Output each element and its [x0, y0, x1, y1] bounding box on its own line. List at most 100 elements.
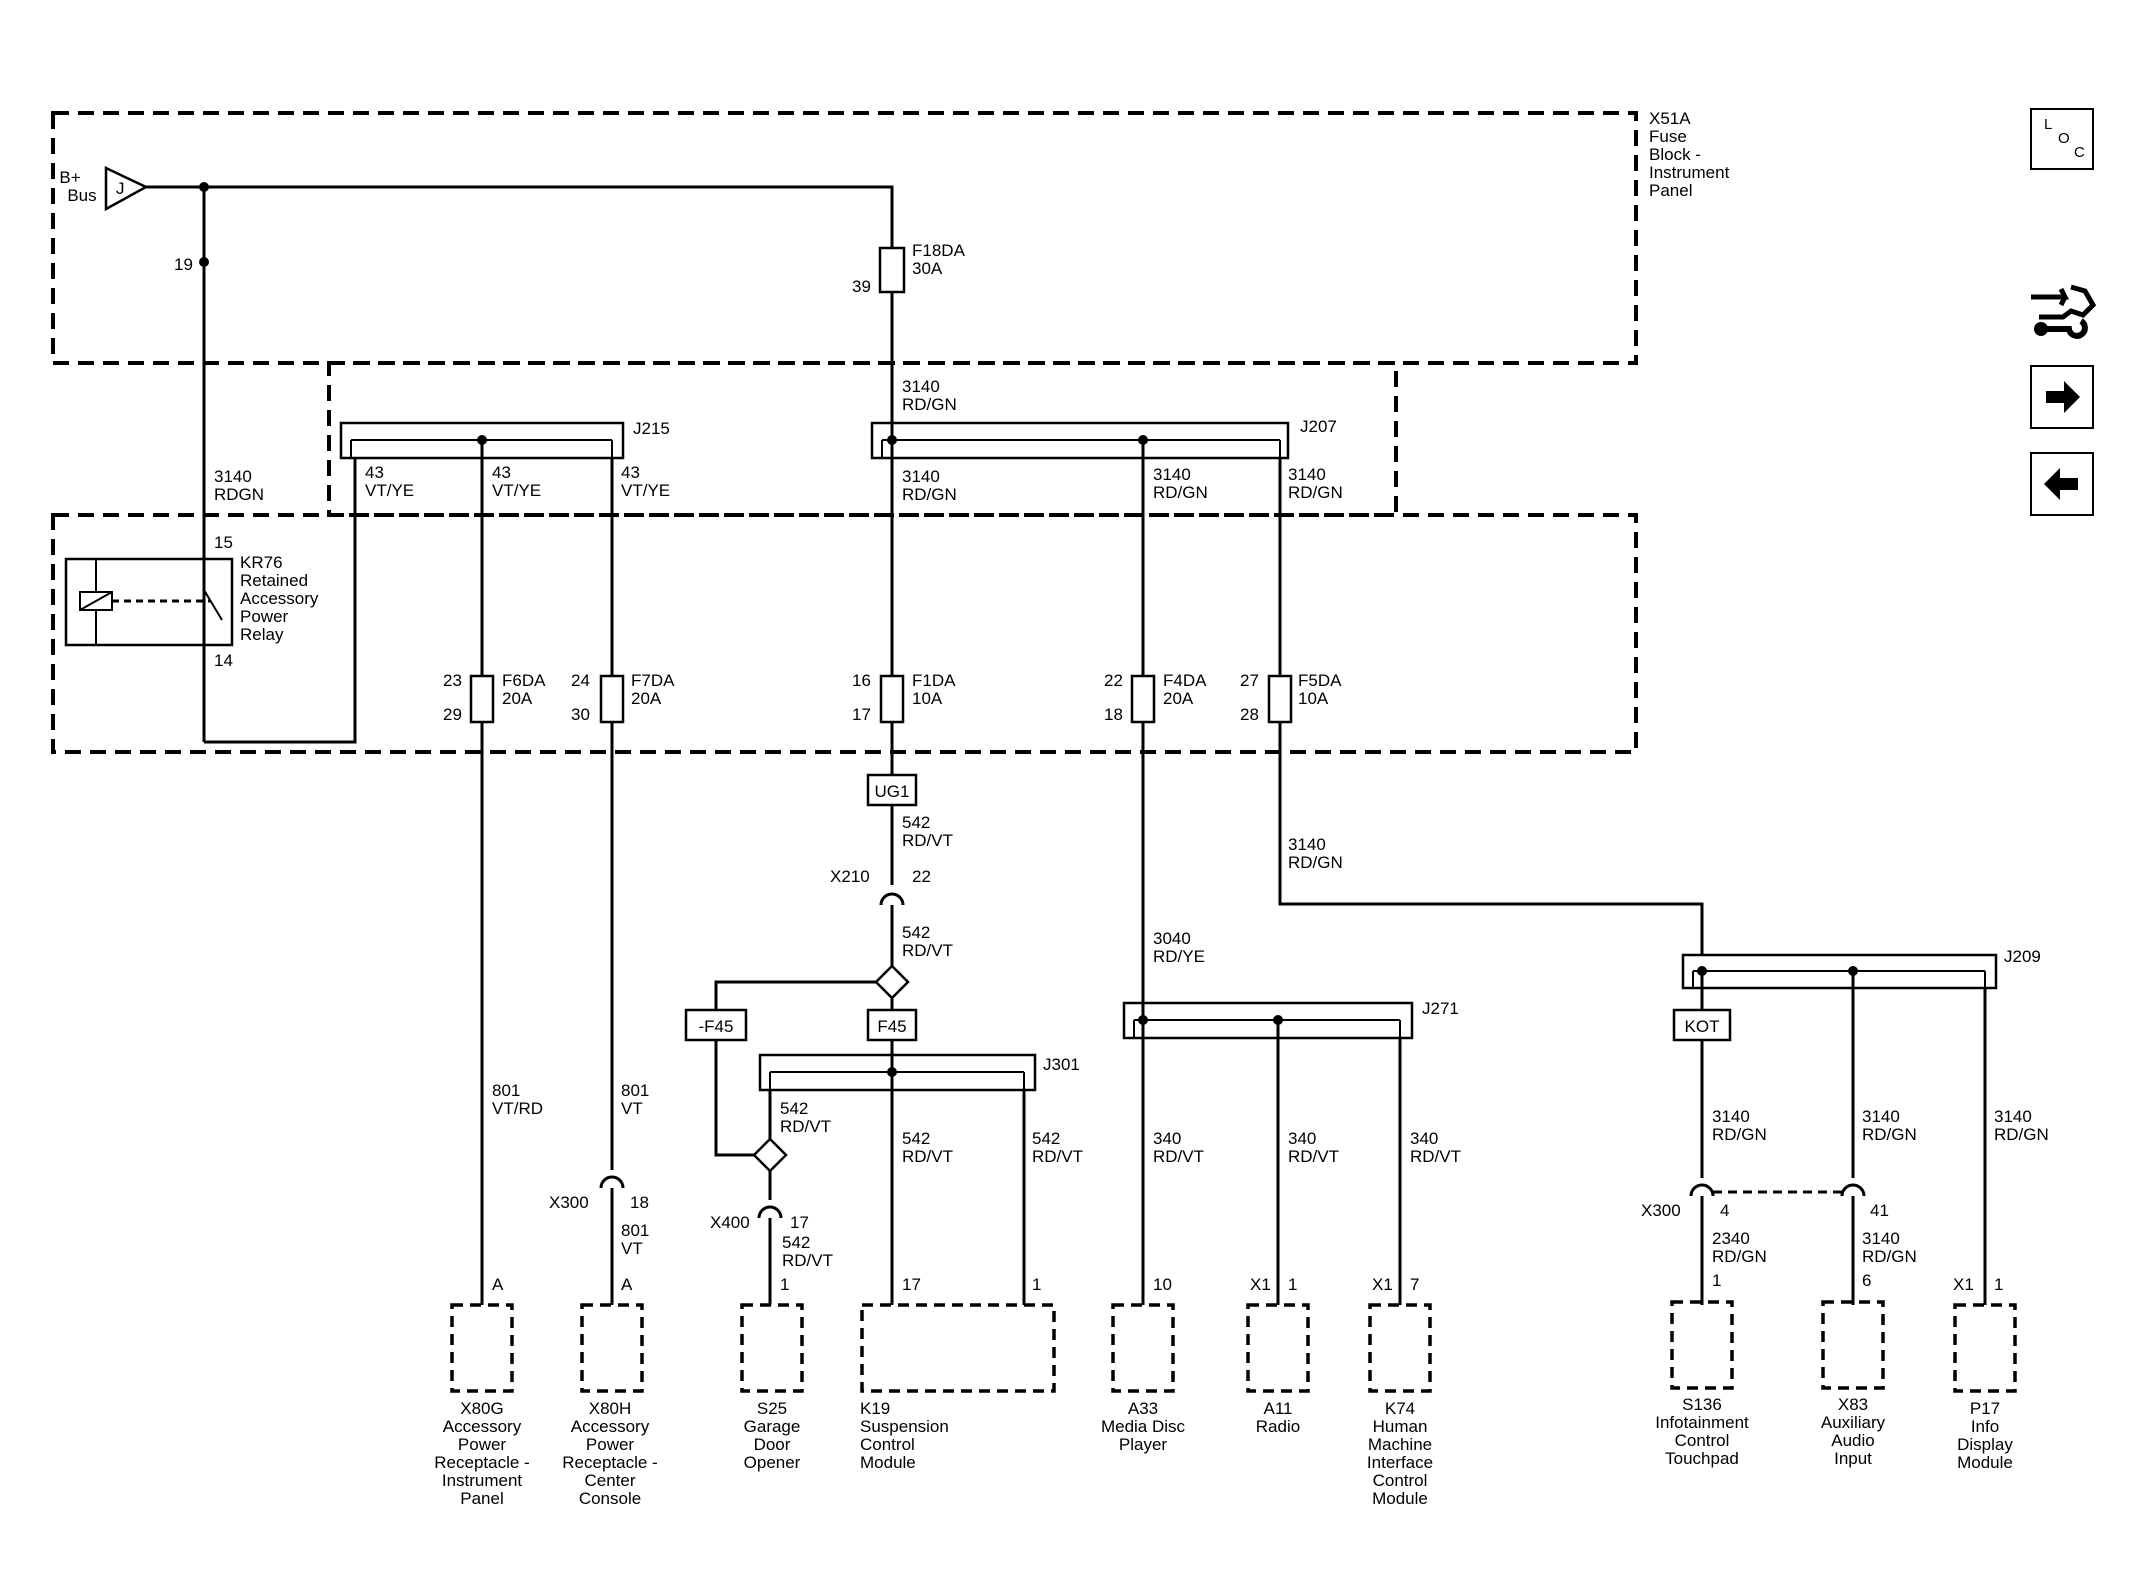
svg-text:J209: J209 [2004, 947, 2041, 966]
svg-text:Garage: Garage [744, 1417, 801, 1436]
svg-text:Bus: Bus [67, 186, 96, 205]
svg-text:3040: 3040 [1153, 929, 1191, 948]
svg-text:VT: VT [621, 1099, 643, 1118]
svg-text:27: 27 [1240, 671, 1259, 690]
svg-text:3140: 3140 [1994, 1107, 2032, 1126]
svg-text:RD/VT: RD/VT [1288, 1147, 1339, 1166]
svg-text:7: 7 [1410, 1275, 1419, 1294]
component-s25 [740, 1303, 804, 1393]
component-k74-name: K74 Human Machine Interface Control Modu… [1367, 1399, 1433, 1508]
component-p17 [1953, 1303, 2017, 1393]
svg-text:16: 16 [852, 671, 871, 690]
svg-text:KOT: KOT [1685, 1017, 1720, 1036]
svg-text:Human: Human [1373, 1417, 1428, 1436]
svg-text:2340: 2340 [1712, 1229, 1750, 1248]
component-x80g [450, 1303, 514, 1393]
connector-x400 [757, 1205, 783, 1219]
svg-text:-F45: -F45 [699, 1017, 734, 1036]
pin-19-dot [199, 257, 209, 267]
svg-text:22: 22 [1104, 671, 1123, 690]
svg-text:3140: 3140 [1288, 835, 1326, 854]
svg-text:10: 10 [1153, 1275, 1172, 1294]
svg-text:Input: Input [1834, 1449, 1872, 1468]
svg-text:Accessory: Accessory [443, 1417, 522, 1436]
svg-text:J301: J301 [1043, 1055, 1080, 1074]
loc-button[interactable]: L O C [2030, 108, 2094, 170]
svg-text:43: 43 [492, 463, 511, 482]
svg-text:10A: 10A [1298, 689, 1329, 708]
svg-text:Accessory: Accessory [571, 1417, 650, 1436]
component-x80h-name: X80H Accessory Power Receptacle - Center… [562, 1399, 657, 1508]
svg-text:X1: X1 [1372, 1275, 1393, 1294]
svg-text:Panel: Panel [1649, 181, 1692, 200]
svg-text:VT/YE: VT/YE [492, 481, 541, 500]
component-s25-name: S25 Garage Door Opener [744, 1399, 801, 1472]
svg-text:RD/GN: RD/GN [902, 485, 957, 504]
relay-pin-15: 15 [214, 533, 233, 552]
svg-text:Control: Control [860, 1435, 915, 1454]
svg-text:41: 41 [1870, 1201, 1889, 1220]
svg-text:4: 4 [1720, 1201, 1729, 1220]
svg-text:A11: A11 [1264, 1399, 1293, 1418]
svg-text:Control: Control [1373, 1471, 1428, 1490]
wire-f5da [1278, 458, 1704, 955]
svg-text:RD/GN: RD/GN [1153, 483, 1208, 502]
svg-text:RD/VT: RD/VT [1410, 1147, 1461, 1166]
battery-bus-source: B+ Bus J [59, 166, 149, 212]
svg-text:542: 542 [1032, 1129, 1060, 1148]
svg-text:10A: 10A [912, 689, 943, 708]
svg-text:801: 801 [492, 1081, 520, 1100]
svg-text:RD/GN: RD/GN [1712, 1125, 1767, 1144]
svg-text:X80G: X80G [460, 1399, 503, 1418]
next-page-icon[interactable] [2030, 365, 2094, 429]
svg-text:Block -: Block - [1649, 145, 1701, 164]
svg-text:Suspension: Suspension [860, 1417, 949, 1436]
svg-text:X300: X300 [1641, 1201, 1681, 1220]
svg-text:A: A [492, 1275, 504, 1294]
svg-text:K19: K19 [860, 1399, 890, 1418]
svg-text:1: 1 [1288, 1275, 1297, 1294]
connector-end-view-icon[interactable] [2025, 275, 2099, 345]
svg-text:Auxiliary: Auxiliary [1821, 1413, 1886, 1432]
svg-text:Accessory: Accessory [240, 589, 319, 608]
svg-text:F5DA: F5DA [1298, 671, 1342, 690]
component-p17-name: P17 Info Display Module [1957, 1399, 2013, 1472]
option-diamond-top [874, 964, 910, 1000]
svg-text:Interface: Interface [1367, 1453, 1433, 1472]
svg-text:18: 18 [630, 1193, 649, 1212]
svg-text:VT: VT [621, 1239, 643, 1258]
svg-text:542: 542 [782, 1233, 810, 1252]
component-x83-name: X83 Auxiliary Audio Input [1821, 1395, 1886, 1468]
svg-text:Panel: Panel [460, 1489, 503, 1508]
svg-text:X210: X210 [830, 867, 870, 886]
fuse-block-outline-upper [51, 111, 1638, 365]
svg-text:UG1: UG1 [875, 782, 910, 801]
loc-letter-c: C [2074, 144, 2085, 161]
svg-text:F6DA: F6DA [502, 671, 546, 690]
connector-x300-18 [599, 1175, 625, 1189]
svg-text:3140: 3140 [902, 377, 940, 396]
fuse-f18da [878, 246, 906, 294]
svg-text:RDGN: RDGN [214, 485, 264, 504]
svg-text:22: 22 [912, 867, 931, 886]
svg-text:RD/GN: RD/GN [1862, 1247, 1917, 1266]
svg-text:Media Disc: Media Disc [1101, 1417, 1186, 1436]
svg-text:Instrument: Instrument [1649, 163, 1730, 182]
svg-text:RD/VT: RD/VT [902, 831, 953, 850]
splice-j271: J271 [1122, 999, 1459, 1040]
svg-text:542: 542 [902, 813, 930, 832]
svg-text:Player: Player [1119, 1435, 1168, 1454]
svg-text:RD/GN: RD/GN [1862, 1125, 1917, 1144]
svg-text:6: 6 [1862, 1271, 1871, 1290]
svg-text:Receptacle -: Receptacle - [562, 1453, 657, 1472]
svg-text:A33: A33 [1128, 1399, 1158, 1418]
splice-j209: J209 [1681, 947, 2041, 990]
svg-text:29: 29 [443, 705, 462, 724]
svg-text:801: 801 [621, 1221, 649, 1240]
fuse-f18da-pin: 39 [852, 277, 871, 296]
previous-page-icon[interactable] [2030, 452, 2094, 516]
svg-text:Relay: Relay [240, 625, 284, 644]
component-s136 [1670, 1300, 1734, 1390]
